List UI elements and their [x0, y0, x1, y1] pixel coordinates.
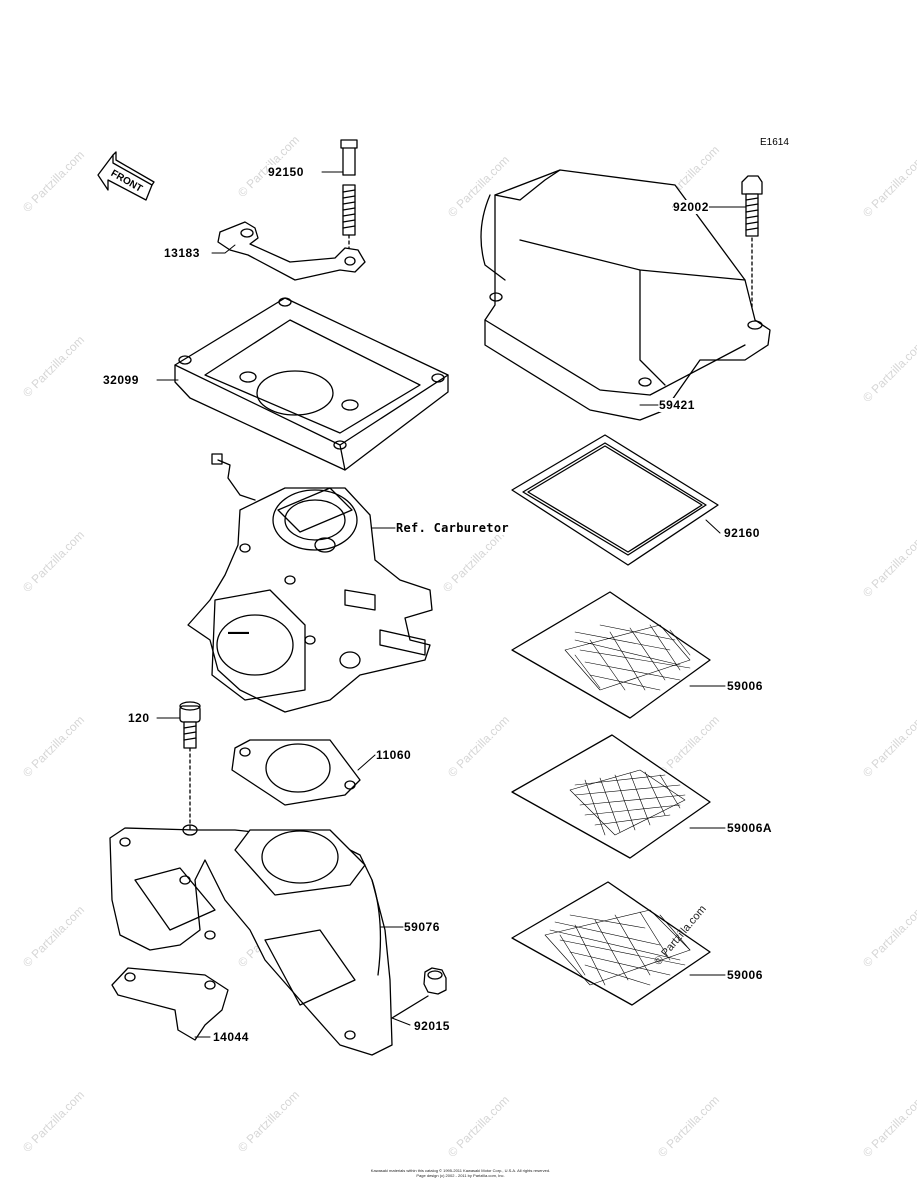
- diagram-code: E1614: [760, 137, 789, 148]
- bracket-13183: [217, 221, 366, 281]
- part-label-92015[interactable]: 92015: [414, 1019, 450, 1033]
- part-label-92150[interactable]: 92150: [268, 165, 304, 179]
- screen-59006-top: [511, 591, 711, 719]
- gasket-11060: [231, 739, 361, 806]
- part-label-13183[interactable]: 13183: [164, 246, 200, 260]
- bolt-120: [179, 701, 201, 831]
- screen-59006-bottom: [511, 881, 711, 1006]
- cover-59421: [480, 169, 771, 421]
- part-label-120[interactable]: 120: [128, 711, 150, 725]
- gasket-92160: [511, 434, 719, 566]
- copyright-line: Kawasaki materials within this catalog ©…: [370, 1168, 551, 1173]
- front-arrow-icon: FRONT: [97, 151, 155, 201]
- part-label-59421[interactable]: 59421: [659, 398, 695, 412]
- part-label-59076[interactable]: 59076: [404, 920, 440, 934]
- part-label-ref-carburetor[interactable]: Ref. Carburetor: [396, 521, 509, 535]
- copyright-notice: Kawasaki materials within this catalog ©…: [353, 1168, 568, 1178]
- bolt-92002: [741, 175, 763, 319]
- part-label-14044[interactable]: 14044: [213, 1030, 249, 1044]
- nut-92015: [391, 967, 447, 1019]
- part-label-92160[interactable]: 92160: [724, 526, 760, 540]
- part-label-59006-bottom[interactable]: 59006: [727, 968, 763, 982]
- screen-59006A: [511, 734, 711, 859]
- part-label-32099[interactable]: 32099: [103, 373, 139, 387]
- leader-lines: [156, 171, 747, 1038]
- copyright-line: Page design (c) 2002 - 2011 by Partzilla…: [416, 1173, 505, 1178]
- part-label-59006A[interactable]: 59006A: [727, 821, 773, 835]
- bracket-14044: [111, 967, 229, 1041]
- part-label-59006[interactable]: 59006: [727, 679, 763, 693]
- base-plate-32099: [174, 297, 449, 471]
- part-label-92002[interactable]: 92002: [673, 200, 709, 214]
- manifold-59076: [109, 824, 393, 1056]
- svg-text:▬▬▬: ▬▬▬: [228, 629, 249, 636]
- part-label-11060[interactable]: 11060: [376, 748, 412, 762]
- bolt-92150: [340, 139, 358, 259]
- carburetor: ▬▬▬: [187, 453, 433, 713]
